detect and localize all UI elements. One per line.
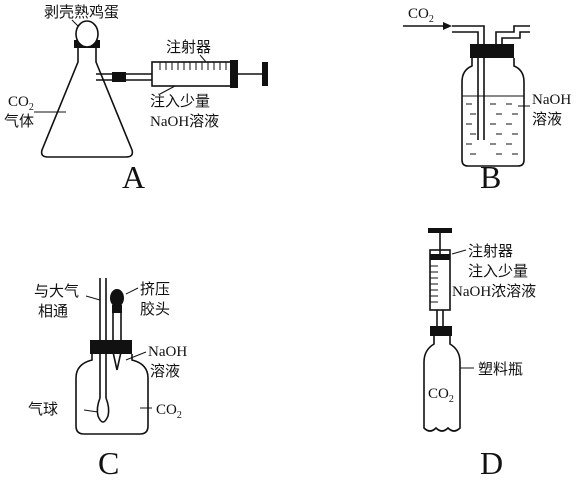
syringe-d-scale	[430, 265, 438, 303]
naoh-b-line1: NaOH	[532, 92, 571, 108]
balloon	[96, 397, 110, 423]
syringe-a-plunger-head	[230, 60, 238, 88]
dropper-bulb	[110, 289, 124, 307]
peeled-egg	[75, 20, 99, 48]
bottle-b-stopper	[470, 44, 514, 58]
air-c-line1: 与大气	[34, 282, 79, 300]
inlet-tube	[452, 25, 485, 140]
air-c-line2: 相通	[38, 302, 68, 320]
bottle-label: 塑料瓶	[478, 360, 523, 378]
naoh-c-line2: 溶液	[150, 362, 180, 380]
co2-inlet-label: CO2	[408, 6, 434, 25]
egg-label: 剥壳熟鸡蛋	[44, 3, 119, 21]
bottle-c-stopper	[90, 340, 132, 354]
letter-b: B	[480, 159, 501, 195]
inject-d-line1: 注入少量	[468, 262, 528, 280]
bulb-c-line2: 胶头	[140, 300, 170, 318]
outlet-tube	[495, 25, 530, 44]
syringe-d-barrel	[429, 249, 451, 311]
co2-d-label: CO2	[428, 386, 454, 405]
naoh-b-line2: 溶液	[532, 110, 562, 128]
naoh-solution-b	[466, 103, 518, 155]
naoh-c-line1: NaOH	[148, 344, 187, 360]
syringe-d-label: 注射器	[468, 242, 513, 260]
panel-d: 注射器 注入少量 NaOH浓溶液 塑料瓶 CO2 D	[423, 228, 536, 481]
syringe-a-label: 注射器	[166, 38, 211, 56]
balloon-label: 气球	[28, 400, 58, 418]
gas-a-label: 气体	[4, 112, 34, 130]
letter-a: A	[122, 159, 145, 195]
gas-washing-bottle	[461, 58, 525, 167]
inject-a-line2: NaOH溶液	[150, 113, 219, 130]
bulb-c-line1: 挤压	[140, 280, 170, 298]
syringe-a-thumb	[262, 62, 268, 86]
syringe-a-barrel	[151, 61, 235, 87]
inject-d-line2: NaOH浓溶液	[452, 283, 536, 300]
inject-a-line1: 注入少量	[150, 92, 210, 110]
dropper-tube	[112, 313, 122, 371]
letter-c: C	[98, 445, 119, 481]
panel-b: CO2 NaOH 溶液 B	[403, 6, 571, 195]
conical-flask	[40, 48, 134, 158]
letter-d: D	[480, 445, 503, 481]
jar-c	[75, 354, 149, 435]
co2-gas-label: CO2	[8, 94, 34, 113]
bottle-d-cap	[430, 326, 452, 336]
syringe-d-thumb	[428, 228, 452, 233]
syringe-a-scale	[159, 62, 227, 70]
plastic-bottle	[423, 336, 461, 432]
syringe-d-plunger-head	[430, 254, 450, 260]
panel-a: 剥壳熟鸡蛋 注射器 注入少量 NaOH溶液 CO2 气体 A	[4, 3, 268, 195]
tube-clamp	[112, 72, 126, 82]
egg-leader	[71, 19, 79, 27]
co2-c-label: CO2	[156, 402, 182, 421]
panel-c: 与大气 相通 挤压 胶头 气球 NaOH 溶液 CO2 C	[28, 278, 187, 481]
